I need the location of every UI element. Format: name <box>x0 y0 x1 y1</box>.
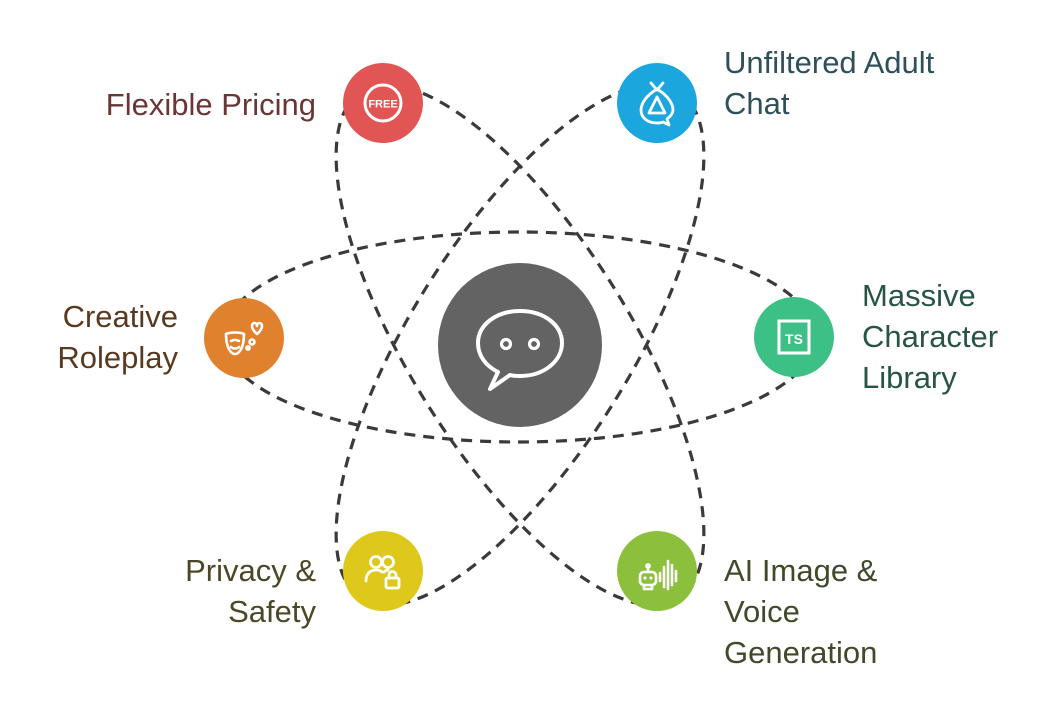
typescript-file-icon: TS <box>777 319 811 355</box>
robot-voice-wave-icon <box>638 559 678 591</box>
svg-text:FREE: FREE <box>368 99 397 111</box>
node-unfiltered-adult-chat <box>617 63 697 143</box>
node-creative-roleplay <box>204 298 284 378</box>
label-unfiltered-adult-chat: Unfiltered Adult Chat <box>724 45 935 121</box>
chat-bubble-icon <box>476 309 564 391</box>
hub-node <box>438 263 602 427</box>
node-ai-image-voice-generation <box>617 531 697 611</box>
label-creative-roleplay: Creative Roleplay <box>57 299 178 375</box>
svg-text:TS: TS <box>785 331 803 347</box>
label-flexible-pricing: Flexible Pricing <box>105 87 316 122</box>
onion-chat-icon <box>639 81 675 127</box>
node-flexible-pricing: FREE <box>343 63 423 143</box>
node-massive-character-library: TS <box>754 297 834 377</box>
node-privacy-safety <box>343 531 423 611</box>
label-privacy-safety: Privacy & Safety <box>185 553 316 629</box>
users-lock-icon <box>364 555 401 590</box>
label-ai-image-voice-generation: AI Image & Voice Generation <box>724 553 878 670</box>
label-massive-character-library: Massive Character Library <box>862 278 999 395</box>
free-badge-icon: FREE <box>363 83 403 123</box>
theater-mask-heart-icon <box>224 321 264 356</box>
